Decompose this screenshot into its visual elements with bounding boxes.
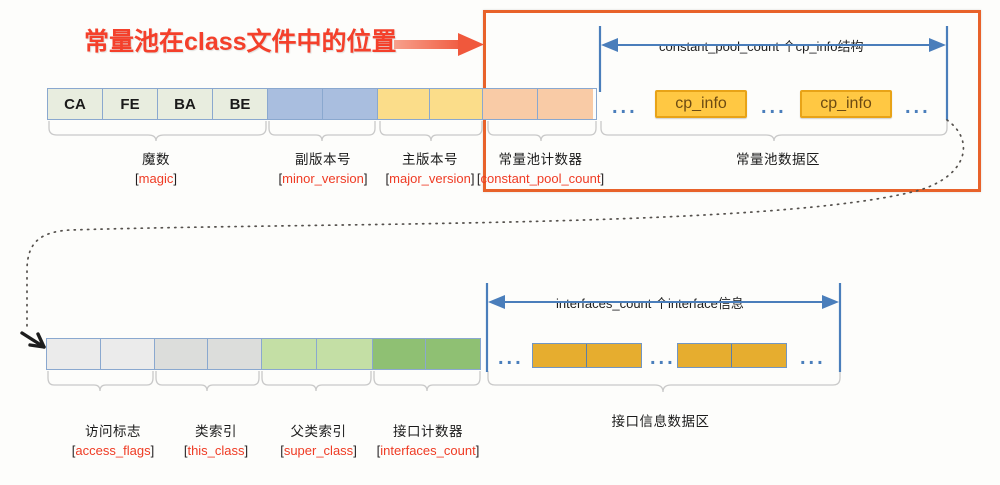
class-file-byte-row-bottom [46, 338, 481, 370]
label-minor-version-cn: 副版本号 [295, 152, 351, 167]
top-byte-cell-7 [430, 89, 483, 119]
cp-info-box-1: cp_info [655, 90, 747, 118]
label-constant-pool-data-area: 常量池数据区 [708, 148, 848, 168]
top-byte-cell-0: CA [48, 89, 103, 119]
label-magic-cn: 魔数 [142, 152, 170, 167]
label-interfaces-count-code: [interfaces_count] [376, 443, 480, 458]
interface-info-cell [533, 344, 588, 367]
cp-info-label: cp_info [675, 95, 727, 112]
label-major-version: 主版本号 [major_version] [370, 148, 490, 186]
interface-info-cell [678, 344, 733, 367]
title-pointer-arrow [394, 33, 484, 56]
label-this-class-cn: 类索引 [195, 424, 237, 439]
top-byte-cell-4 [268, 89, 323, 119]
ellipsis-dots-bottom-1: ... [498, 347, 524, 369]
interface-info-cell [587, 344, 641, 367]
top-byte-cell-1: FE [103, 89, 158, 119]
constant-pool-count-dimension-label: constant_pool_count 个cp_info结构 [655, 36, 868, 55]
bottom-byte-cell-7 [426, 339, 480, 369]
bottom-byte-cell-2 [154, 339, 209, 369]
label-super-class-code: [super_class] [280, 443, 357, 458]
ellipsis-dots-bottom-3: ... [800, 347, 826, 369]
bottom-byte-cell-4 [262, 339, 317, 369]
top-byte-cell-8 [483, 89, 538, 119]
ellipsis-dots-top-1: ... [612, 96, 638, 118]
label-interface-data-area-cn: 接口信息数据区 [611, 414, 710, 429]
bottom-byte-cell-0 [47, 339, 101, 369]
top-byte-cell-2: BA [158, 89, 213, 119]
label-super-class-cn: 父类索引 [290, 424, 347, 439]
label-interface-data-area: 接口信息数据区 [588, 410, 733, 430]
label-interfaces-count: 接口计数器 [interfaces_count] [363, 420, 493, 458]
label-major-version-code: [major_version] [385, 171, 475, 186]
label-this-class-code: [this_class] [183, 443, 249, 458]
brace-group-bottom [47, 371, 841, 393]
bottom-byte-cell-5 [316, 339, 373, 369]
label-interfaces-count-cn: 接口计数器 [393, 424, 463, 439]
cp-info-label: cp_info [820, 95, 872, 112]
bottom-byte-cell-1 [100, 339, 155, 369]
label-access-flags: 访问标志 [access_flags] [53, 420, 173, 458]
label-constant-pool-count-code: [constant_pool_count] [476, 171, 605, 186]
label-magic: 魔数 [magic] [96, 148, 216, 186]
interface-info-box-group-1 [532, 343, 642, 368]
label-major-version-cn: 主版本号 [402, 152, 458, 167]
interface-info-box-group-2 [677, 343, 787, 368]
top-byte-cell-6 [378, 89, 430, 119]
cp-info-box-2: cp_info [800, 90, 892, 118]
label-minor-version-code: [minor_version] [278, 171, 368, 186]
label-super-class: 父类索引 [super_class] [261, 420, 376, 458]
bottom-byte-cell-3 [208, 339, 262, 369]
interface-info-cell [732, 344, 786, 367]
ellipsis-dots-top-2: ... [761, 96, 787, 118]
page-title: 常量池在class文件中的位置 [84, 28, 397, 56]
label-constant-pool-count: 常量池计数器 [constant_pool_count] [473, 148, 608, 186]
label-access-flags-code: [access_flags] [71, 443, 155, 458]
top-byte-cell-3: BE [213, 89, 268, 119]
ellipsis-dots-top-3: ... [905, 96, 931, 118]
top-byte-cell-5 [323, 89, 378, 119]
label-magic-code: [magic] [135, 171, 177, 186]
label-access-flags-cn: 访问标志 [85, 424, 141, 439]
bottom-byte-cell-6 [372, 339, 427, 369]
ellipsis-dots-bottom-2: ... [650, 347, 676, 369]
top-byte-cell-9 [538, 89, 593, 119]
label-constant-pool-data-area-cn: 常量池数据区 [736, 152, 820, 167]
interfaces-count-dimension-label: interfaces_count 个interface信息 [552, 293, 748, 312]
label-constant-pool-count-cn: 常量池计数器 [498, 152, 583, 167]
label-minor-version: 副版本号 [minor_version] [263, 148, 383, 186]
label-this-class: 类索引 [this_class] [161, 420, 271, 458]
